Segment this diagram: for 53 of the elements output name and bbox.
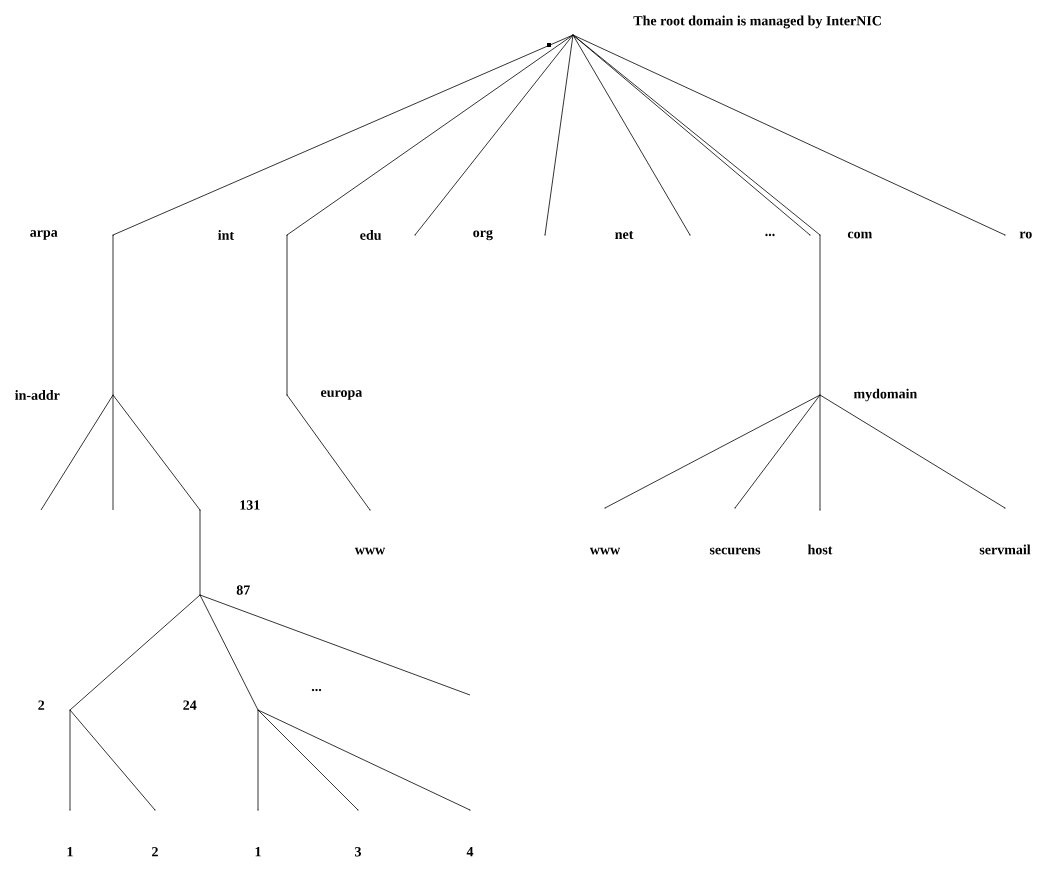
domain-label: edu <box>360 230 382 240</box>
domain-label: 2 <box>38 700 45 710</box>
tree-line <box>819 394 1006 509</box>
domain-label: arpa <box>30 230 58 240</box>
tree-line <box>819 394 821 511</box>
tree-line <box>112 394 114 511</box>
domain-label: 24 <box>183 700 197 710</box>
domain-label: ro <box>1019 231 1032 239</box>
tree-line <box>257 709 259 811</box>
tree-line <box>604 394 821 509</box>
tree-line <box>40 394 114 511</box>
domain-label: europa <box>321 390 363 400</box>
tree-line <box>257 709 471 811</box>
domain-label: host <box>807 544 833 555</box>
tree-line <box>572 34 1006 236</box>
domain-label: 131 <box>240 500 260 510</box>
domain-label: 4 <box>466 847 474 857</box>
tree-line <box>286 234 288 396</box>
tree-line <box>199 594 259 711</box>
tree-line <box>199 594 471 696</box>
tree-line <box>414 34 574 236</box>
tree-line <box>257 709 359 811</box>
tree-line <box>286 394 371 511</box>
domain-label: net <box>615 231 634 239</box>
tree-line <box>112 234 114 396</box>
domain-label: in-addr <box>15 390 60 400</box>
domain-label: www <box>354 547 386 555</box>
domain-label: 2 <box>152 847 158 857</box>
root-note: The root domain is managed by InterNIC <box>633 15 881 29</box>
domain-label: mydomain <box>853 388 918 402</box>
domain-label: 1 <box>255 847 261 857</box>
tree-line <box>112 34 574 236</box>
domain-label: 87 <box>236 585 250 595</box>
domain-label: int <box>218 230 234 240</box>
domain-label: securens <box>709 547 761 555</box>
ellipsis-label: ... <box>311 688 322 692</box>
tree-line <box>69 709 71 811</box>
domain-label: 1 <box>67 847 73 857</box>
domain-label: 3 <box>355 847 362 857</box>
tree-line <box>69 709 156 811</box>
tree-line <box>286 34 574 236</box>
domain-label: ... <box>765 233 775 237</box>
domain-label: org <box>473 229 493 241</box>
tree-line <box>572 34 691 236</box>
domain-label: servmail <box>979 544 1031 555</box>
domain-label: www <box>589 547 621 555</box>
domain-label: com <box>847 231 873 239</box>
tree-line <box>734 394 821 509</box>
tree-line <box>69 594 201 711</box>
tree-line <box>819 234 821 396</box>
tree-line <box>199 509 201 596</box>
tree-line <box>544 34 574 236</box>
tree-line <box>112 394 201 511</box>
